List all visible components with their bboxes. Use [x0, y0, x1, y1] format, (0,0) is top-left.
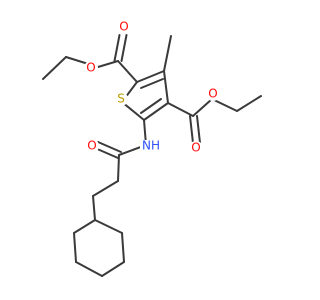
atom-label-o-ester2-ether: O: [208, 87, 217, 101]
bond-ester1-carbonyl-double-a: [120, 34, 128, 62]
bond-ester1-c-ring: [117, 60, 138, 83]
bond-ring-c2-c3-b: [140, 78, 164, 89]
bond-ester2-carbonyl-double-a: [189, 115, 194, 144]
bond-amide-carbonyl-double-b: [94, 147, 119, 159]
atom-label-o-ester1-ether: O: [86, 61, 95, 75]
bond-ester2-ch2-ch3: [236, 95, 262, 112]
bond-ring-c5-s: [121, 101, 145, 121]
atom-o-ester1-ether: O: [84, 61, 98, 75]
bond-chain-1: [117, 154, 120, 182]
molecule-structure: O O O O O S NH: [42, 20, 262, 277]
atom-o-ester2-ether: O: [206, 87, 220, 101]
atom-label-o-ester2-carbonyl: O: [191, 141, 200, 155]
bond-cyclohexyl-2: [121, 232, 125, 263]
atom-n-amide: NH: [140, 139, 162, 153]
bond-cyclohexyl-5: [73, 232, 77, 263]
bond-ester2-c-o-ether: [192, 98, 213, 117]
bond-ring-c2-c3-a: [136, 70, 165, 83]
bond-chain-3: [92, 195, 96, 221]
atom-o-amide: O: [85, 139, 99, 153]
atom-s-ring: S: [114, 92, 128, 106]
atom-labels: O O O O O S NH: [84, 20, 220, 155]
bond-ester2-carbonyl-double-b: [196, 115, 201, 144]
bond-ring-c4-c5-a: [143, 102, 169, 121]
atom-label-n-amide: NH: [142, 139, 160, 153]
atom-o-ester2-carbonyl: O: [189, 141, 203, 155]
bond-cyclohexyl-1: [94, 219, 123, 234]
bond-chain-2: [92, 180, 119, 197]
bond-cyclohexyl-6: [73, 219, 96, 234]
bond-ester2-ring-c: [167, 102, 194, 117]
bond-ring-c3-c4: [163, 70, 169, 104]
bond-cyclohexyl-3: [101, 261, 125, 277]
atom-o-ester1-carbonyl: O: [117, 20, 131, 34]
bond-ester2-o-ch2: [211, 98, 238, 112]
atom-label-o-ester1-carbonyl: O: [119, 20, 128, 34]
bond-amide-carbonyl-double-a: [97, 141, 122, 153]
bond-ester1-carbonyl-double-b: [113, 34, 121, 62]
bond-cyclohexyl-4: [75, 261, 103, 277]
atom-label-s-ring: S: [117, 92, 125, 106]
bonds: [42, 34, 262, 277]
bond-ester1-c-o-ether: [97, 60, 119, 68]
atom-label-o-amide: O: [87, 139, 96, 153]
bond-ring-c4-c5-b: [140, 98, 162, 114]
bond-ring-c3-methyl: [163, 35, 172, 72]
bond-ester1-ch2-ch3: [42, 56, 67, 80]
